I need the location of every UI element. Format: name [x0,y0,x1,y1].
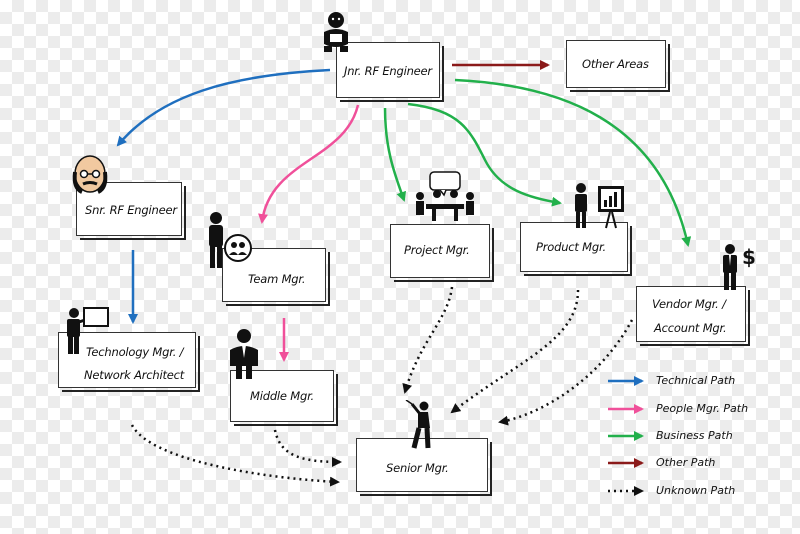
legend-label-other: Other Path [656,456,716,469]
svg-text:$: $ [742,245,756,269]
edge-jnr-to-vendor [454,78,692,247]
meeting-table-icon [416,171,474,221]
edge-jnr-to-snr [116,68,331,147]
edge-jnr-to-project [383,107,406,202]
label-vendor-mgr-line2: Account Mgr. [654,321,727,335]
edge-product-to-senior [450,289,580,414]
dollar-businessman-icon: $ [723,244,756,290]
label-vendor-mgr-line1: Vendor Mgr. / [652,297,726,311]
edge-vendor-to-senior [498,319,634,426]
label-snr-rf-engineer: Snr. RF Engineer [85,203,177,217]
edge-jnr-to-product [407,102,562,207]
baby-icon [324,12,348,52]
team-presenter-icon [209,212,252,268]
label-product-mgr: Product Mgr. [536,240,606,254]
presentation-board-icon [575,183,624,229]
label-other-areas: Other Areas [582,57,649,71]
edge-project-to-senior [402,286,454,394]
label-technology-mgr-line2: Network Architect [84,368,185,382]
edge-jnr-to-team [258,104,360,224]
golfer-icon [405,400,431,449]
node-project-mgr [390,224,494,282]
edge-middle-to-senior [273,429,342,467]
businessman-icon [230,329,258,379]
label-team-mgr: Team Mgr. [248,272,306,286]
label-jnr-rf-engineer: Jnr. RF Engineer [344,64,432,78]
label-middle-mgr: Middle Mgr. [250,389,314,403]
legend-label-business: Business Path [656,429,733,442]
label-technology-mgr-line1: Technology Mgr. / [86,345,184,359]
node-vendor-mgr [636,286,750,346]
bald-engineer-icon [72,155,108,194]
whiteboard-teacher-icon [67,307,109,354]
legend-label-people: People Mgr. Path [656,402,749,415]
legend-label-technical: Technical Path [656,374,736,387]
legend-label-unknown: Unknown Path [656,484,736,497]
label-project-mgr: Project Mgr. [404,243,470,257]
edge-technology-to-senior [130,424,340,487]
label-senior-mgr: Senior Mgr. [386,461,449,475]
